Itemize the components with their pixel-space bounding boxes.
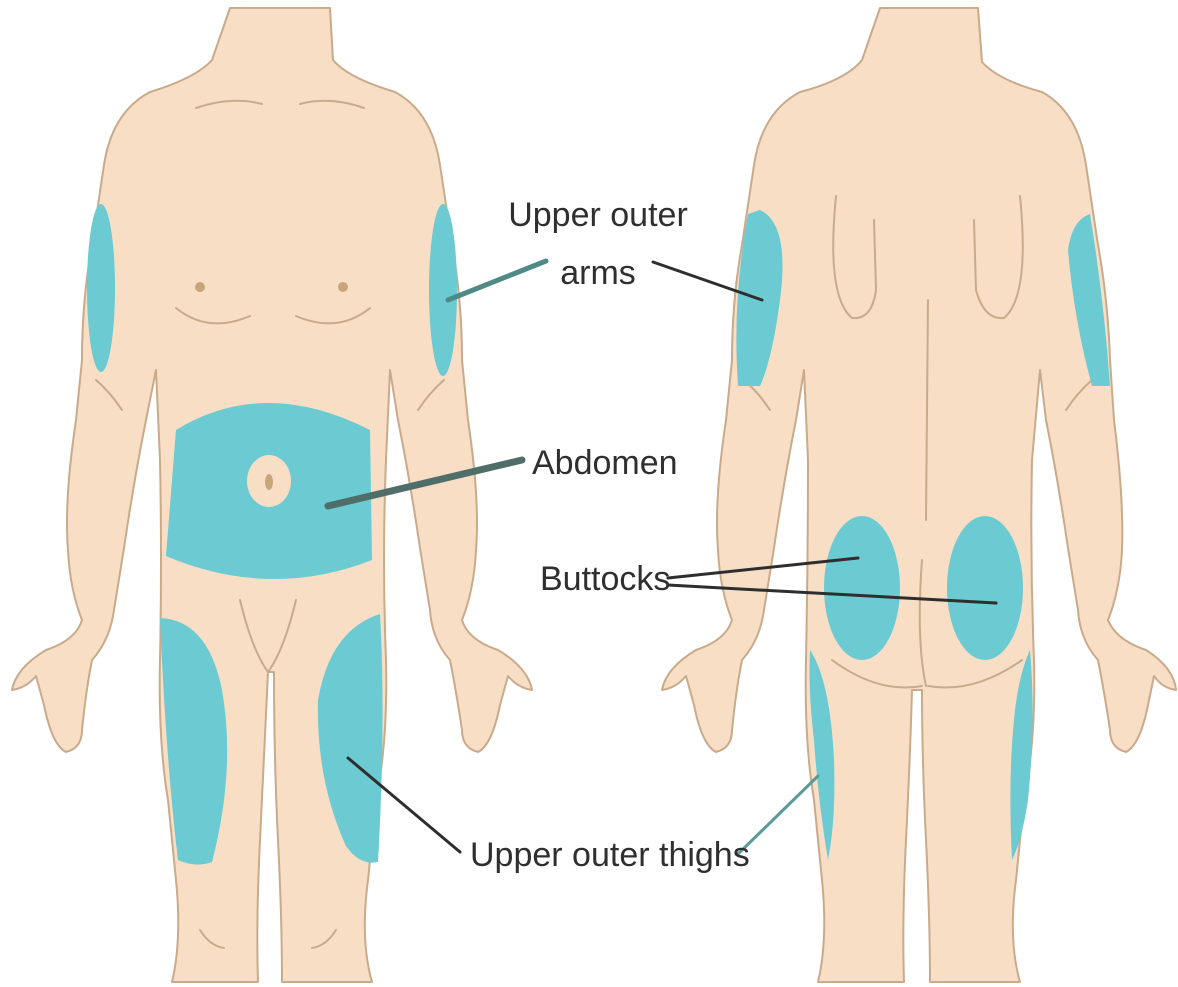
navel [265, 474, 273, 490]
label-abdomen: Abdomen [532, 444, 678, 482]
back-left-buttock-site [824, 516, 900, 660]
front-left-arm-site [87, 204, 115, 372]
front-nipple-left [195, 282, 205, 292]
label-buttocks: Buttocks [540, 560, 670, 598]
labels: Upper outer arms Abdomen Buttocks Upper … [470, 196, 750, 874]
label-upper-outer-thighs: Upper outer thighs [470, 836, 750, 874]
front-nipple-right [338, 282, 348, 292]
label-upper-outer-arms-line2: arms [560, 254, 636, 292]
front-figure [12, 8, 532, 982]
front-right-arm-site [429, 204, 457, 376]
label-upper-outer-arms-line1: Upper outer [508, 196, 688, 234]
thighs-leader-back [738, 776, 818, 854]
arms-leader-front [448, 261, 546, 300]
back-right-buttock-site [947, 516, 1023, 660]
